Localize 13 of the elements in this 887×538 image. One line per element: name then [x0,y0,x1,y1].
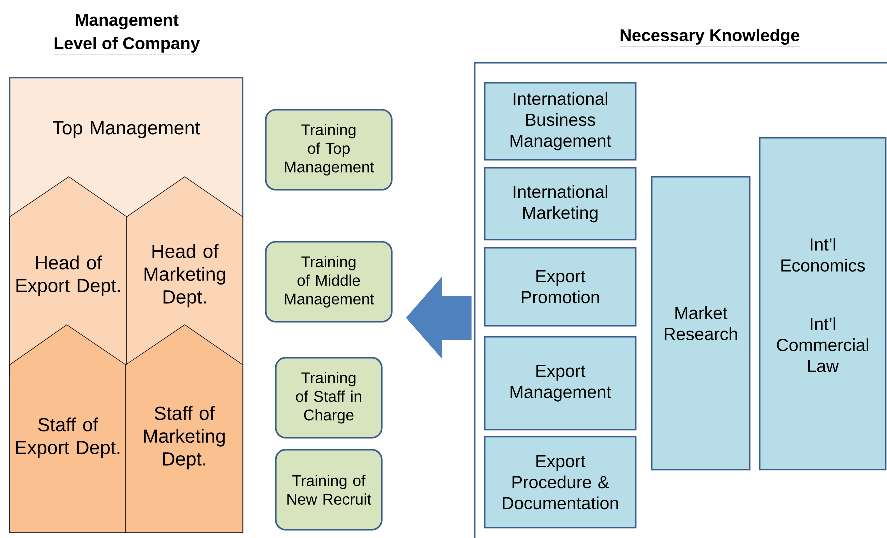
knowledge-box: Export Promotion [484,247,637,327]
training-box: Training of New Recruit [275,449,383,531]
knowledge-box: Int’l Economics Int’l Commercial Law [759,137,887,471]
training-box: Training of Middle Management [265,241,393,323]
training-box: Training of Staff in Charge [275,357,383,439]
knowledge-box: Export Procedure & Documentation [484,436,637,529]
knowledge-box: Market Research [651,176,751,471]
training-box: Training of Top Management [265,109,393,191]
knowledge-box: Export Management [484,336,637,431]
heading: Management [76,14,179,30]
heading: Level of Company [54,37,200,55]
knowledge-box: International Marketing [484,167,637,241]
knowledge-box: International Business Management [484,82,637,161]
